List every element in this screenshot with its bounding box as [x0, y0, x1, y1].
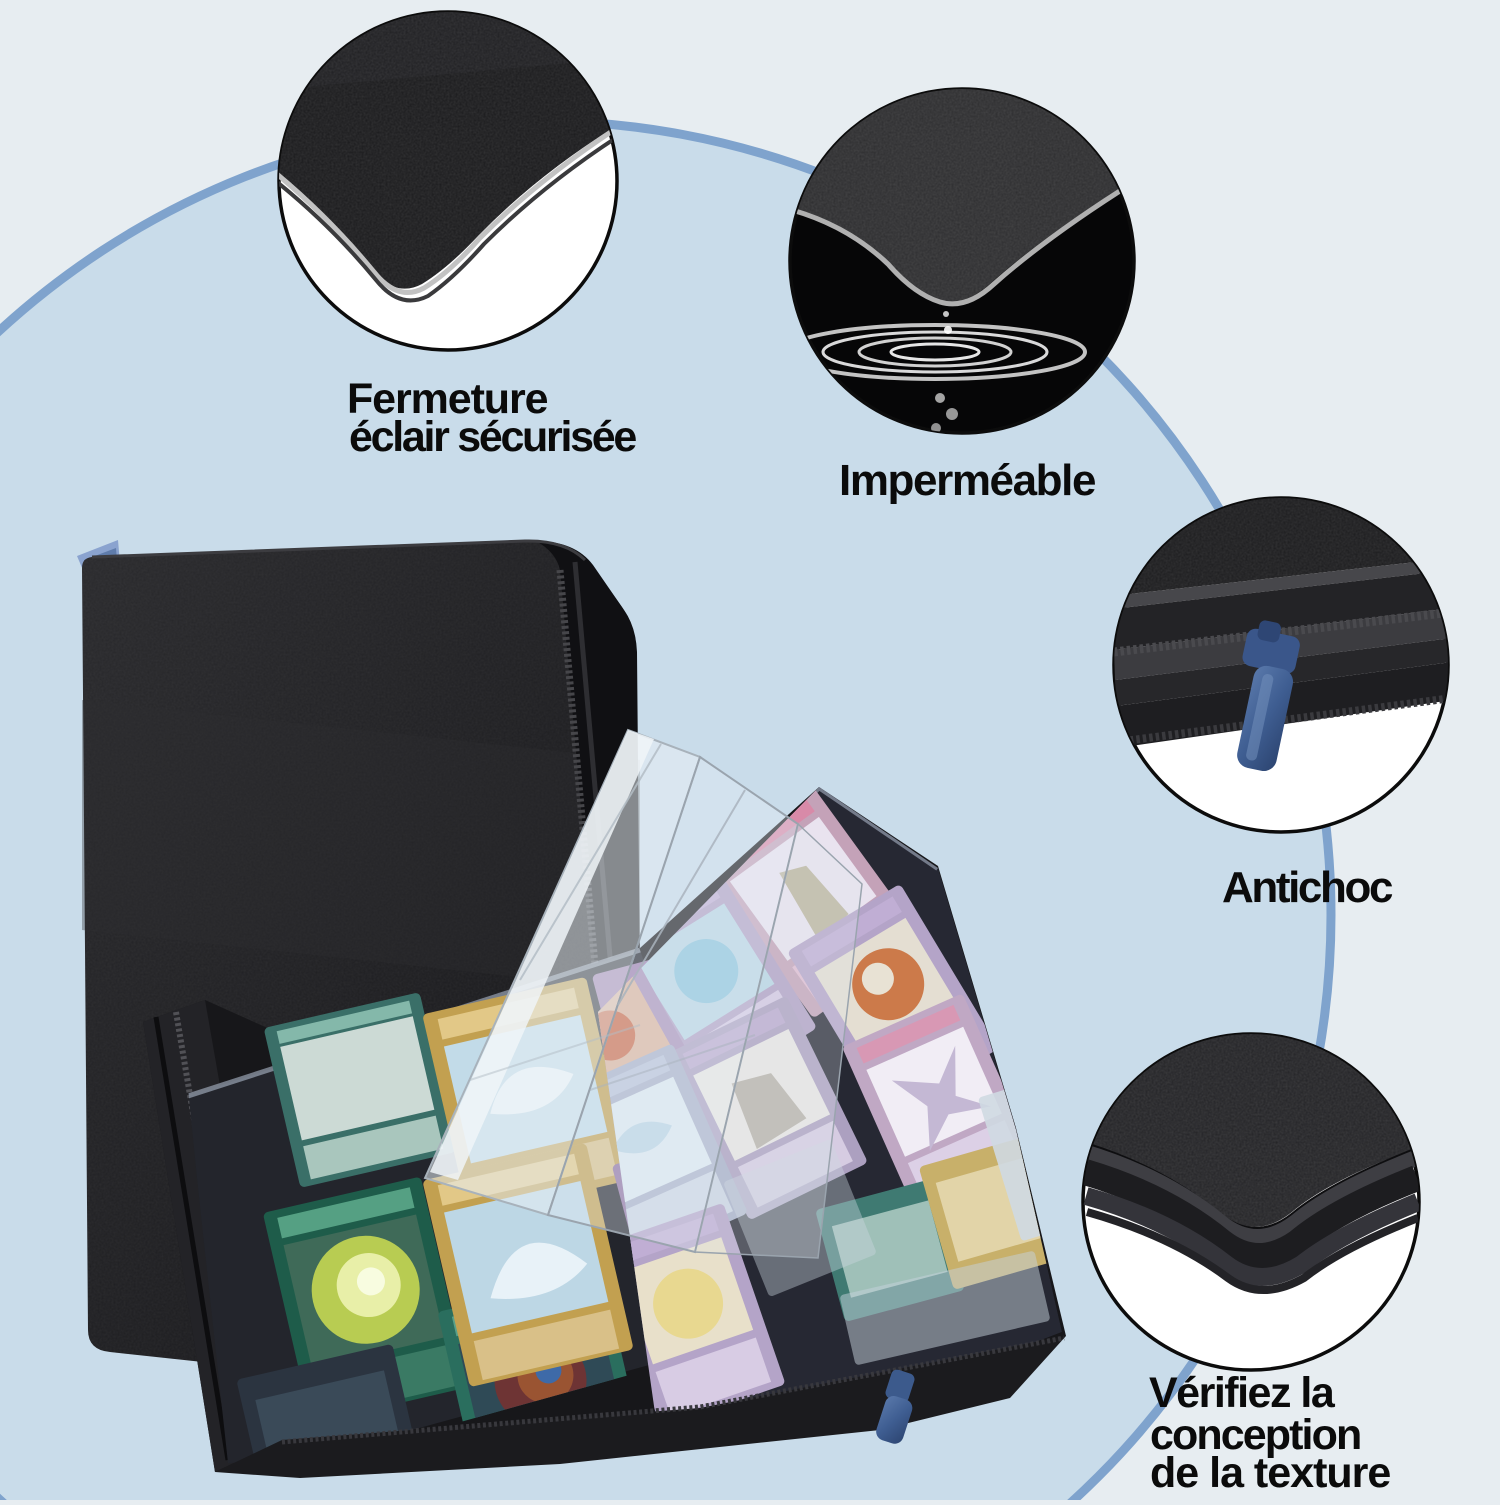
svg-text:Vérifiez la: Vérifiez la: [1149, 1369, 1336, 1417]
svg-text:éclair sécurisée: éclair sécurisée: [349, 413, 636, 461]
svg-text:de la texture: de la texture: [1150, 1449, 1390, 1497]
svg-text:Fermeture: Fermeture: [347, 375, 548, 423]
svg-text:Imperméable: Imperméable: [839, 456, 1095, 505]
svg-text:Antichoc: Antichoc: [1222, 863, 1393, 912]
svg-text:conception: conception: [1150, 1411, 1360, 1459]
